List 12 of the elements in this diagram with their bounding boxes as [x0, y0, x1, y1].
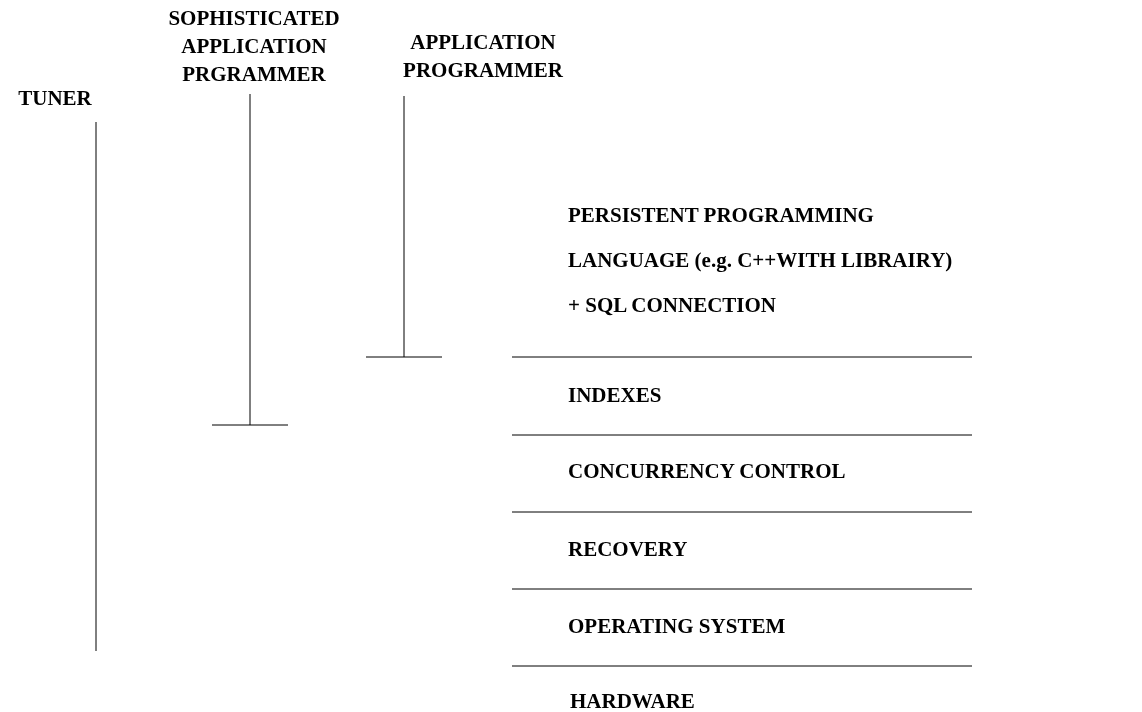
layer-label: OPERATING SYSTEM [568, 614, 968, 638]
layer-label: PERSISTENT PROGRAMMING LANGUAGE (e.g. C++WITH LIBRAIRY) + SQL CONNECTION [568, 193, 960, 328]
role-label: APPLICATION PROGRAMMER [350, 28, 616, 84]
role-label: TUNER [5, 86, 105, 110]
t-bar-line [365, 95, 443, 358]
layer-label: RECOVERY [568, 537, 968, 561]
layer-label: HARDWARE [570, 689, 970, 712]
role-label: SOPHISTICATED APPLICATION PRGRAMMER [156, 4, 352, 88]
t-bar-line [211, 93, 289, 426]
layer-label: CONCURRENCY CONTROL [568, 459, 968, 483]
layer-label: INDEXES [568, 383, 968, 407]
connector-line [95, 121, 97, 652]
